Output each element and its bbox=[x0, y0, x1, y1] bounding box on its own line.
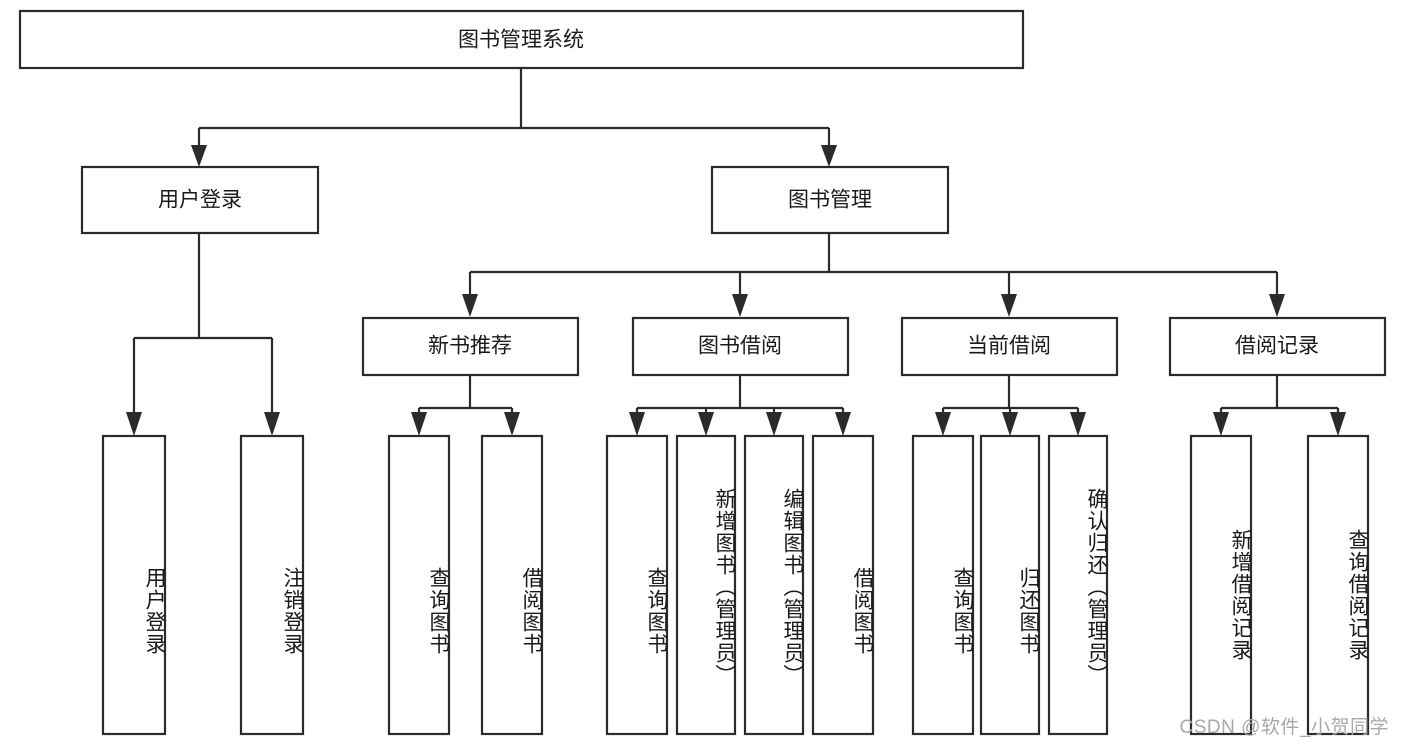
node-login-rect[interactable] bbox=[80, 165, 320, 235]
node-leaf10-rect[interactable] bbox=[979, 434, 1041, 736]
connector-group-records bbox=[1213, 375, 1346, 436]
arrow-head-leaf2 bbox=[264, 412, 280, 436]
node-records[interactable]: 借阅记录 bbox=[1168, 316, 1387, 377]
node-login[interactable]: 用户登录 bbox=[80, 165, 320, 235]
arrow-head-current bbox=[1001, 294, 1017, 317]
node-current-rect[interactable] bbox=[900, 316, 1119, 377]
node-root-rect[interactable] bbox=[18, 9, 1025, 70]
node-newbook-label: 新书推荐 bbox=[428, 335, 512, 358]
connector-group-login bbox=[126, 233, 280, 436]
node-root-label: 图书管理系统 bbox=[458, 29, 584, 52]
arrow-head-bookmgmt bbox=[821, 145, 837, 167]
node-bookmgmt[interactable]: 图书管理 bbox=[710, 165, 950, 235]
node-leaf12-rect[interactable] bbox=[1189, 434, 1253, 736]
node-root[interactable]: 图书管理系统 bbox=[18, 9, 1025, 70]
arrow-head-leaf6 bbox=[698, 412, 714, 436]
node-leaf11-rect[interactable] bbox=[1047, 434, 1109, 736]
arrow-head-login bbox=[191, 145, 207, 167]
arrow-head-leaf9 bbox=[935, 412, 951, 436]
node-leaf8-rect[interactable] bbox=[811, 434, 875, 736]
connector-group-borrow bbox=[629, 375, 851, 436]
node-leaf13-rect[interactable] bbox=[1306, 434, 1370, 736]
node-newbook-rect[interactable] bbox=[361, 316, 580, 377]
node-current[interactable]: 当前借阅 bbox=[900, 316, 1119, 377]
node-leaf1-rect[interactable] bbox=[101, 434, 167, 736]
node-leaf7-rect[interactable] bbox=[743, 434, 805, 736]
node-leaf6-rect[interactable] bbox=[675, 434, 737, 736]
node-borrow[interactable]: 图书借阅 bbox=[631, 316, 850, 377]
arrow-head-leaf7 bbox=[766, 412, 782, 436]
connector-group-root bbox=[191, 68, 837, 167]
node-bookmgmt-label: 图书管理 bbox=[788, 189, 872, 212]
node-leaf5-rect[interactable] bbox=[605, 434, 669, 736]
node-login-label: 用户登录 bbox=[158, 189, 242, 212]
arrow-head-records bbox=[1269, 294, 1285, 317]
arrow-head-newbook bbox=[462, 294, 478, 317]
node-borrow-rect[interactable] bbox=[631, 316, 850, 377]
arrow-head-leaf4 bbox=[504, 412, 520, 436]
arrow-head-leaf10 bbox=[1002, 412, 1018, 436]
connector-group-newbook bbox=[411, 375, 520, 436]
csdn-watermark: CSDN @软件_小贺同学 bbox=[1179, 717, 1389, 738]
node-newbook[interactable]: 新书推荐 bbox=[361, 316, 580, 377]
arrow-head-leaf13 bbox=[1330, 412, 1346, 436]
arrow-head-leaf11 bbox=[1070, 412, 1086, 436]
node-records-rect[interactable] bbox=[1168, 316, 1387, 377]
arrow-head-leaf12 bbox=[1213, 412, 1229, 436]
node-leaf2-rect[interactable] bbox=[239, 434, 305, 736]
node-leaf9-rect[interactable] bbox=[911, 434, 975, 736]
arrow-head-leaf1 bbox=[126, 412, 142, 436]
connector-group-bookmgmt bbox=[462, 233, 1285, 317]
connector-group-current bbox=[935, 375, 1086, 436]
arrow-head-borrow bbox=[732, 294, 748, 317]
arrow-head-leaf3 bbox=[411, 412, 427, 436]
node-leaf4-rect[interactable] bbox=[480, 434, 544, 736]
node-current-label: 当前借阅 bbox=[967, 335, 1051, 358]
arrow-head-leaf8 bbox=[835, 412, 851, 436]
node-records-label: 借阅记录 bbox=[1235, 335, 1319, 358]
arrow-head-leaf5 bbox=[629, 412, 645, 436]
node-bookmgmt-rect[interactable] bbox=[710, 165, 950, 235]
node-borrow-label: 图书借阅 bbox=[698, 335, 782, 358]
node-leaf3-rect[interactable] bbox=[387, 434, 451, 736]
